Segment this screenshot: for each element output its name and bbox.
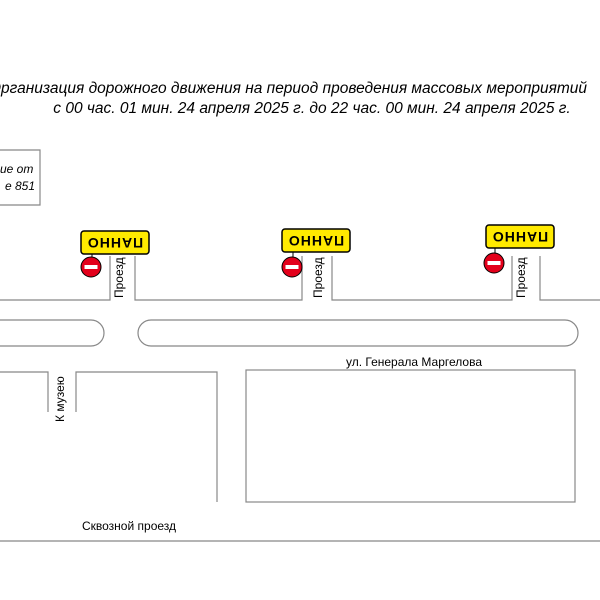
panel-sign-2: ПАННО bbox=[281, 228, 351, 258]
note-box: ие от е 851 bbox=[0, 149, 41, 206]
no-entry-sign-icon bbox=[483, 252, 505, 274]
title-line-2: с 00 час. 01 мин. 24 апреля 2025 г. до 2… bbox=[53, 100, 570, 117]
street-label-museum: К музею bbox=[53, 376, 67, 422]
street-label-margelova: ул. Генерала Маргелова bbox=[346, 355, 482, 369]
upper-frontage-line-1 bbox=[0, 256, 111, 301]
median-island-left bbox=[0, 319, 105, 347]
drive-label-2: Проезд bbox=[311, 257, 325, 298]
note-line-1: ие от bbox=[0, 162, 33, 176]
drive-label-3: Проезд bbox=[514, 257, 528, 298]
panel-sign-3: ПАННО bbox=[485, 224, 555, 254]
panel-text-2: ПАННО bbox=[288, 233, 344, 249]
panel-text-1: ПАННО bbox=[87, 235, 143, 251]
note-line-2: е 851 bbox=[5, 179, 35, 193]
lower-frontage-left bbox=[0, 371, 49, 412]
panel-sign-1: ПАННО bbox=[80, 230, 150, 258]
street-label-through: Сквозной проезд bbox=[82, 519, 176, 533]
lower-frontage-museum bbox=[75, 371, 218, 502]
no-entry-sign-icon bbox=[281, 256, 303, 278]
no-entry-sign-icon bbox=[80, 256, 102, 278]
upper-frontage-line-2 bbox=[134, 256, 303, 301]
panel-text-3: ПАННО bbox=[492, 229, 548, 245]
drive-label-1: Проезд bbox=[112, 257, 126, 298]
block-margelova bbox=[245, 369, 576, 503]
upper-frontage-line-3 bbox=[331, 256, 513, 301]
upper-frontage-line-4 bbox=[539, 256, 600, 301]
title-line-1: Организация дорожного движения на период… bbox=[0, 80, 587, 97]
median-island-right bbox=[137, 319, 579, 347]
